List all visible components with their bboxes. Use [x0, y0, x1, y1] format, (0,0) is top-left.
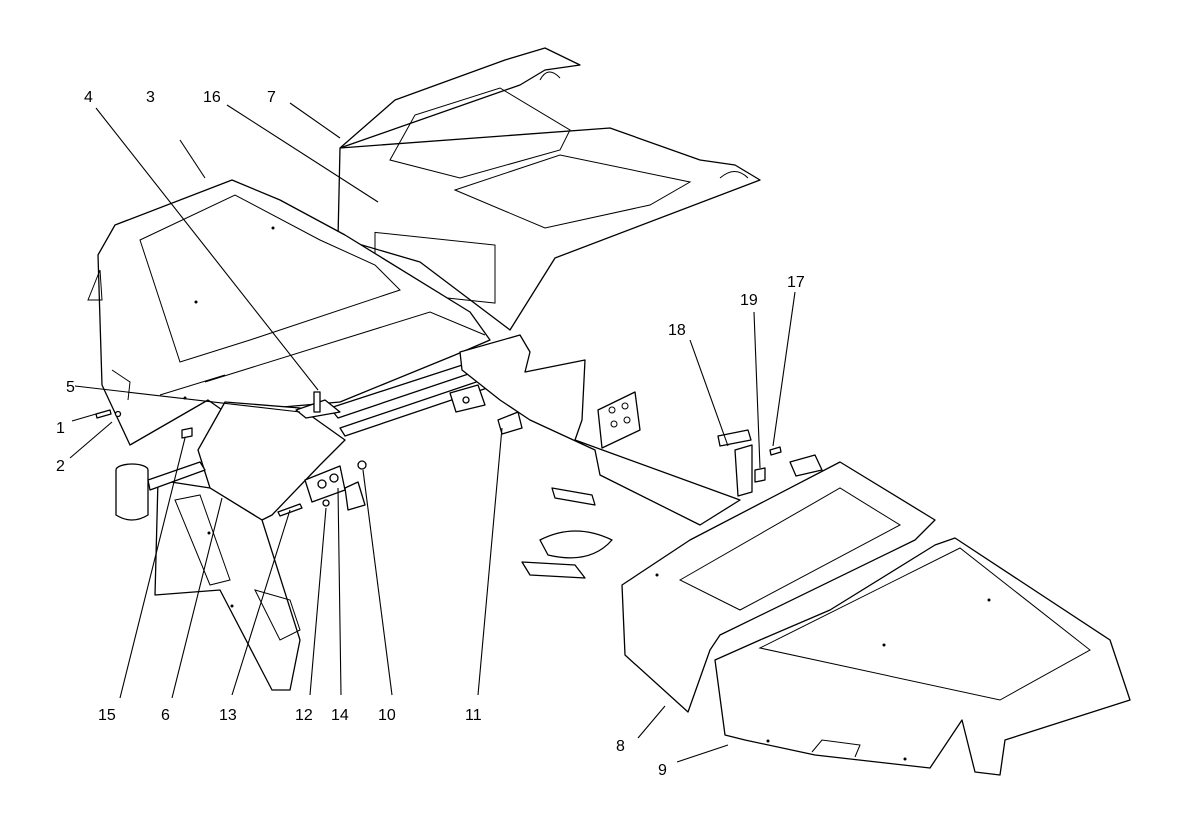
callout-3: 3: [146, 89, 155, 106]
callout-14: 14: [331, 707, 349, 724]
callout-19: 19: [740, 292, 758, 309]
callout-11: 11: [465, 707, 482, 724]
callout-8: 8: [616, 738, 625, 755]
callout-12: 12: [295, 707, 313, 724]
callout-13: 13: [219, 707, 237, 724]
fender-right-part: [714, 537, 1131, 776]
callout-6: 6: [161, 707, 170, 724]
callout-18: 18: [668, 322, 686, 339]
callout-7: 7: [267, 89, 276, 106]
leader-lines: [69, 102, 796, 763]
callout-15: 15: [98, 707, 116, 724]
callout-10: 10: [378, 707, 396, 724]
callout-17: 17: [787, 274, 805, 291]
front-panel-left-part: [154, 399, 346, 691]
callout-labels: 1 2 3 4 5 6 7 8 9 10 11 12 13 14 15 16 1…: [56, 89, 805, 779]
bracket-cluster: [277, 460, 367, 517]
callout-2: 2: [56, 458, 65, 475]
callout-1: 1: [56, 420, 65, 437]
callout-9: 9: [658, 762, 667, 779]
fasteners-left: [95, 391, 321, 439]
bushing-part: [115, 461, 206, 521]
callout-16: 16: [203, 89, 221, 106]
hood-left-part: [87, 179, 491, 446]
callout-5: 5: [66, 379, 75, 396]
callout-4: 4: [84, 89, 93, 106]
frame-channel-part: [449, 334, 741, 579]
right-bracket-area: [717, 429, 823, 497]
fender-front-right-part: [621, 461, 936, 713]
